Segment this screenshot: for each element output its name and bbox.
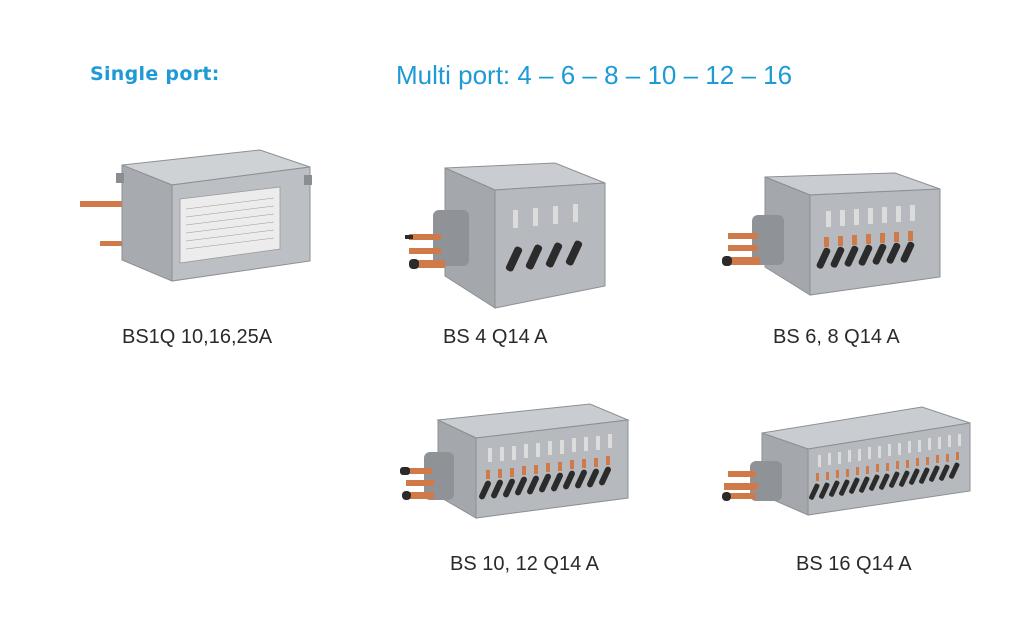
product-image-bs1q: [80, 145, 320, 285]
multi-port-heading: Multi port: 4 – 6 – 8 – 10 – 12 – 16: [396, 60, 793, 90]
product-caption-bs10-12: BS 10, 12 Q14 A: [450, 553, 599, 575]
product-caption-bs1q: BS1Q 10,16,25A: [122, 326, 273, 348]
product-caption-bs6-8: BS 6, 8 Q14 A: [773, 326, 900, 348]
product-caption-bs4: BS 4 Q14 A: [443, 326, 548, 348]
product-image-bs4: [405, 158, 615, 318]
single-port-heading: Single port:: [90, 63, 220, 85]
product-image-bs16: [722, 405, 977, 520]
product-caption-bs16: BS 16 Q14 A: [796, 553, 912, 575]
product-image-bs10-12: [400, 400, 635, 525]
product-image-bs6-8: [720, 165, 950, 305]
